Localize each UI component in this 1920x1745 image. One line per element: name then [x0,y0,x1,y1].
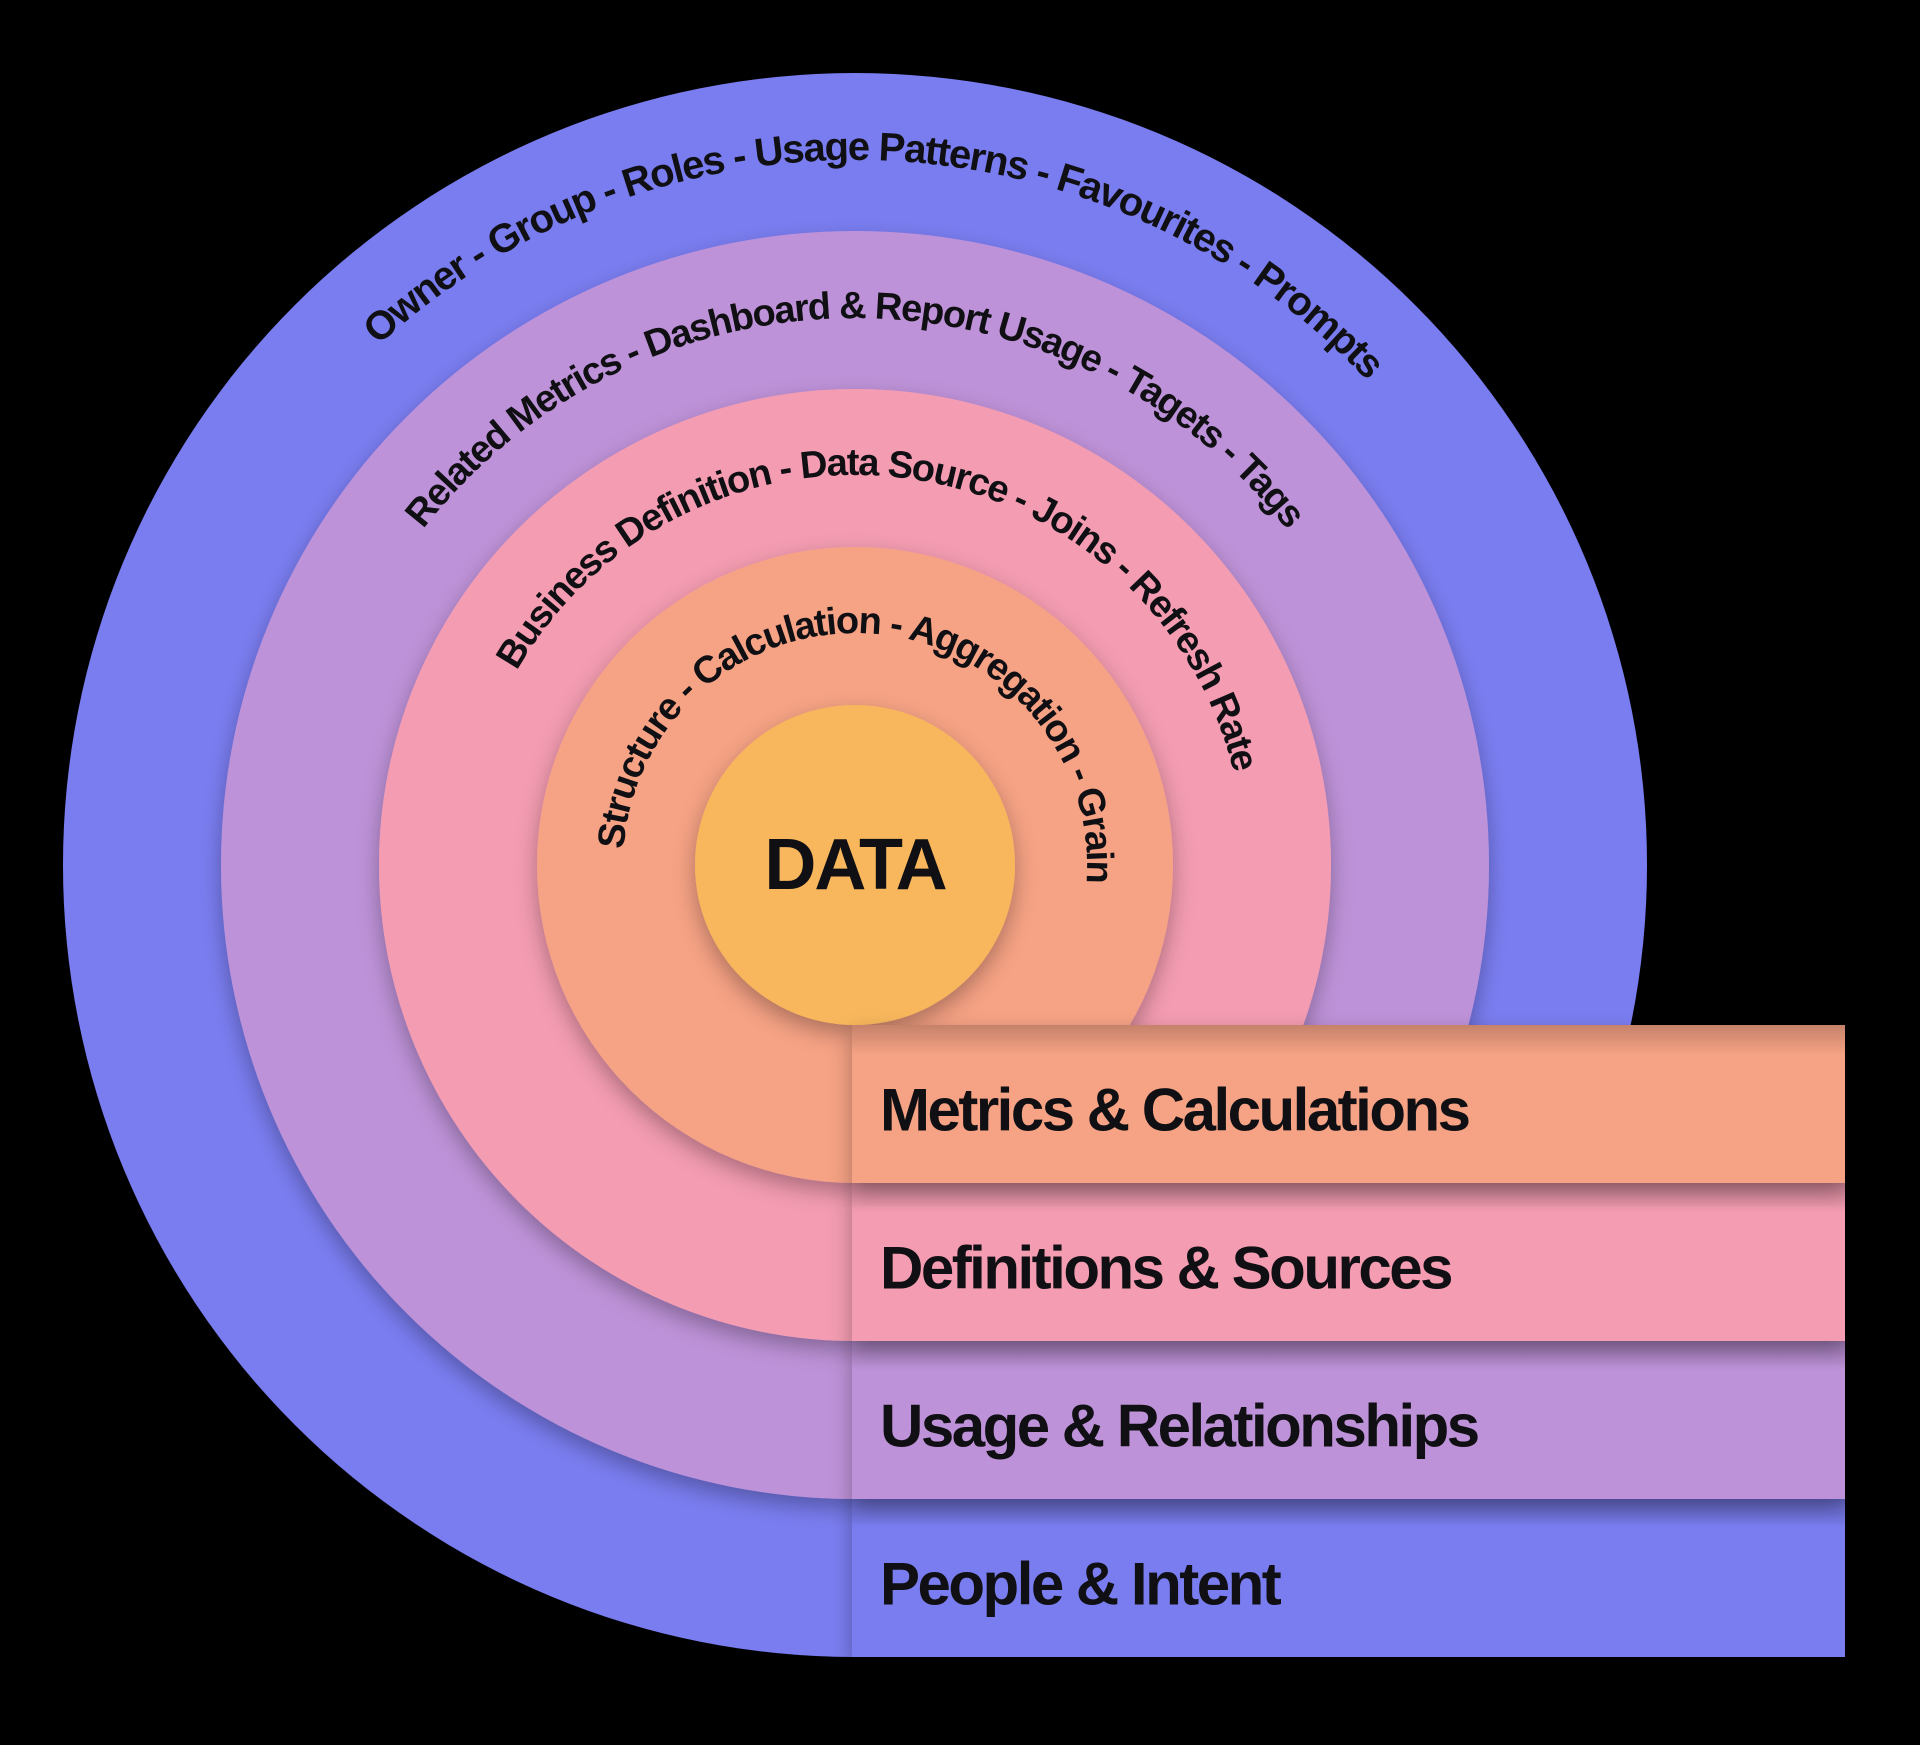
band-label-metrics-calculations: Metrics & Calculations [880,1077,1469,1144]
band-metrics-top-shadow [852,1025,1845,1055]
band-label-people-intent: People & Intent [880,1551,1282,1618]
band-labels-group: Metrics & Calculations Definitions & Sou… [880,1077,1480,1618]
band-people-top-shadow [852,1499,1845,1529]
band-definitions-top-shadow [852,1183,1845,1213]
data-core-label: DATA [764,825,946,905]
data-core-circle [695,705,1015,1025]
band-usage-top-shadow [852,1341,1845,1371]
bands-group [852,1025,1845,1657]
band-label-definitions-sources: Definitions & Sources [880,1235,1451,1302]
band-label-usage-relationships: Usage & Relationships [880,1393,1478,1460]
